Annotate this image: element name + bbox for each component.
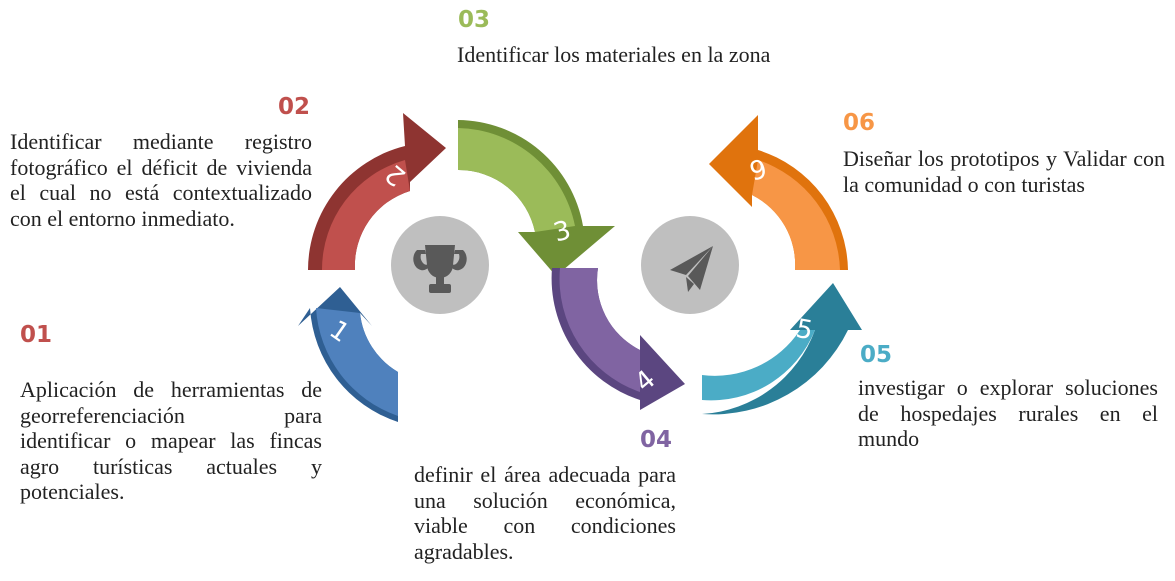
arrow-segment-3: 3: [458, 120, 615, 276]
step-number-02: 02: [278, 94, 311, 120]
arrow-label-3: 3: [550, 215, 574, 248]
step-description-01: Aplicación de herramientas de georrefere…: [20, 377, 322, 504]
trophy-icon: [413, 245, 467, 293]
step-description-02: Identificar mediante registro fotográfic…: [10, 129, 312, 231]
arrow-segment-5: 5: [702, 283, 862, 415]
step-number-01: 01: [20, 322, 53, 348]
arrow-label-6: 6: [746, 151, 770, 184]
step-description-04: definir el área adecuada para una soluci…: [414, 462, 676, 564]
step-number-04: 04: [640, 427, 673, 453]
arrow-label-5: 5: [794, 314, 816, 346]
arrow-segment-6: 6: [709, 115, 848, 270]
arrow-segment-4: 4: [551, 268, 685, 410]
step-number-06: 06: [843, 110, 876, 136]
step-description-05: investigar o explorar soluciones de hosp…: [858, 375, 1158, 451]
arrow-segment-1: 1: [298, 287, 398, 422]
step-description-03: Identificar los materiales en la zona: [457, 42, 771, 67]
arrow-segment-2: 2: [308, 113, 446, 270]
step-description-06: Diseñar los prototipos y Validar con la …: [843, 146, 1165, 197]
step-number-05: 05: [860, 342, 893, 368]
step-number-03: 03: [458, 7, 491, 33]
paper-plane-icon: [670, 246, 713, 292]
